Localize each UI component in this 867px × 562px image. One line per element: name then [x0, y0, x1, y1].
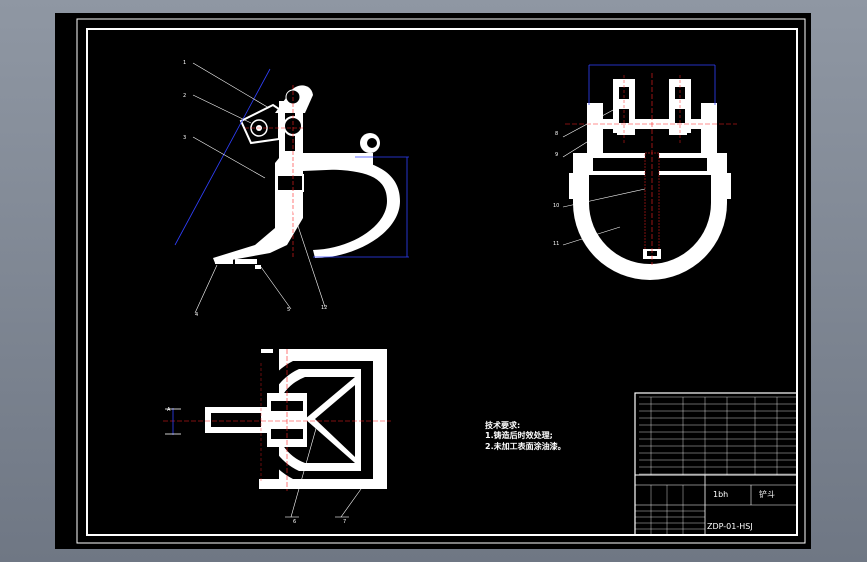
front-view-balloons: 8 9 10 11	[553, 131, 559, 247]
tech-req-item-1: 1.铸造后时效处理;	[485, 430, 553, 440]
balloon-5: 5	[287, 307, 290, 313]
balloon-9: 9	[555, 152, 558, 158]
outer-border	[76, 18, 806, 544]
balloon-3: 3	[183, 135, 186, 141]
title-block-scale: 1bh	[713, 490, 728, 499]
cad-drawing: 1 2 3 4 5 12	[76, 18, 806, 544]
balloon-8: 8	[555, 131, 558, 137]
tech-req-item-2: 2.未加工表面涂油漆。	[485, 441, 566, 451]
title-block-part-name: 铲斗	[759, 489, 775, 499]
side-view	[174, 62, 409, 314]
top-view-balloons: A 6 7	[167, 407, 346, 525]
title-block: 1bh 铲斗 ZDP-01-HSJ	[634, 392, 798, 536]
balloon-12: 12	[321, 305, 327, 311]
inner-border	[86, 28, 798, 536]
side-view-balloons: 1 2 3 4 5 12	[183, 60, 327, 318]
cad-viewport[interactable]: 1 2 3 4 5 12	[55, 13, 811, 549]
section-mark-a: A	[167, 407, 171, 413]
title-block-drawing-number: ZDP-01-HSJ	[707, 522, 753, 531]
balloon-11: 11	[553, 241, 559, 247]
balloon-1: 1	[183, 60, 186, 66]
top-view	[163, 349, 391, 518]
balloon-2: 2	[183, 93, 186, 99]
balloon-4: 4	[195, 312, 198, 318]
balloon-6: 6	[293, 519, 296, 525]
tech-req-title: 技术要求:	[485, 420, 520, 430]
front-view	[562, 64, 737, 280]
technical-requirements: 技术要求: 1.铸造后时效处理; 2.未加工表面涂油漆。	[485, 420, 566, 451]
balloon-7: 7	[343, 519, 346, 525]
balloon-10: 10	[553, 203, 559, 209]
